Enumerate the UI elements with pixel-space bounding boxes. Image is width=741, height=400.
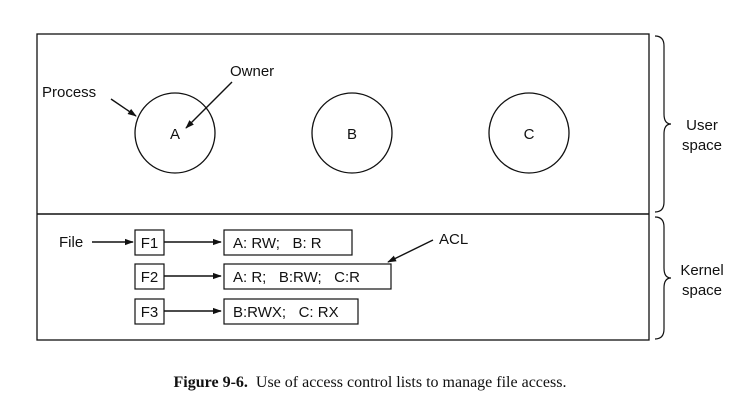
owner-pointer-arrow	[185, 81, 233, 129]
process-label-c: C	[524, 126, 535, 143]
outer-frame	[36, 33, 650, 341]
acl-box-f3	[223, 298, 359, 325]
acl-pointer-arrow	[387, 239, 434, 263]
kernel-space-label-line2: space	[682, 282, 722, 299]
figure-caption-label: Figure 9-6.	[174, 374, 248, 391]
process-pointer-arrow	[110, 98, 137, 117]
file-name-f2: F2	[141, 269, 159, 286]
acl-annotation: ACL	[439, 231, 468, 248]
acl-text-f3: B:RWX; C: RX	[233, 304, 339, 321]
file-name-f1: F1	[141, 235, 159, 252]
process-label-a: A	[170, 126, 180, 143]
user-space-brace	[654, 35, 672, 213]
kernel-space-brace	[654, 216, 672, 340]
process-circle-c	[488, 92, 570, 174]
process-annotation: Process	[42, 84, 96, 101]
process-circle-b	[311, 92, 393, 174]
figure-caption-text: Use of access control lists to manage fi…	[256, 374, 567, 391]
file-box-f2	[134, 263, 165, 290]
acl-text-f1: A: RW; B: R	[233, 235, 322, 252]
acl-box-f1	[223, 229, 353, 256]
owner-annotation: Owner	[230, 63, 274, 80]
acl-box-f2	[223, 263, 392, 290]
figure-caption: Figure 9-6. Use of access control lists t…	[174, 374, 567, 391]
process-circle-a	[134, 92, 216, 174]
acl-text-f2: A: R; B:RW; C:R	[233, 269, 360, 286]
file-annotation: File	[59, 234, 83, 251]
user-space-label-line2: space	[682, 137, 722, 154]
file-name-f3: F3	[141, 304, 159, 321]
process-label-b: B	[347, 126, 357, 143]
kernel-space-label-line1: Kernel	[680, 262, 723, 279]
file-box-f1	[134, 229, 165, 256]
user-space-label-line1: User	[686, 117, 718, 134]
